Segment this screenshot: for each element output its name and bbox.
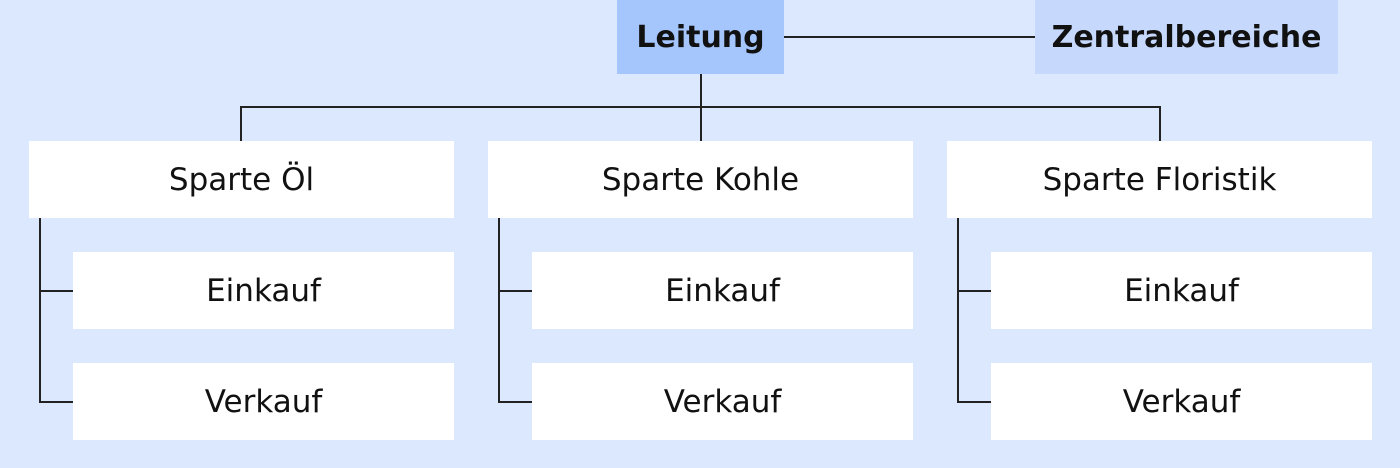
connector-leitung-down bbox=[700, 74, 702, 141]
leitung-box: Leitung bbox=[617, 0, 784, 74]
connector-division-3 bbox=[1159, 106, 1161, 141]
division-connector bbox=[957, 218, 959, 403]
unit-label: Verkauf bbox=[1122, 383, 1241, 420]
connector-divisions-bar bbox=[240, 106, 1161, 108]
division-connector bbox=[39, 218, 41, 403]
unit-box-verkauf: Verkauf bbox=[991, 363, 1372, 440]
connector-leitung-zentral bbox=[784, 36, 1035, 38]
unit-label: Einkauf bbox=[665, 272, 780, 309]
unit-box-einkauf: Einkauf bbox=[991, 252, 1372, 329]
unit-connector bbox=[39, 401, 73, 403]
unit-label: Verkauf bbox=[663, 383, 782, 420]
unit-connector bbox=[39, 290, 73, 292]
unit-label: Einkauf bbox=[206, 272, 321, 309]
unit-box-einkauf: Einkauf bbox=[73, 252, 454, 329]
unit-connector bbox=[498, 290, 532, 292]
unit-label: Verkauf bbox=[204, 383, 323, 420]
division-box: Sparte Kohle bbox=[488, 141, 913, 218]
unit-box-verkauf: Verkauf bbox=[532, 363, 913, 440]
division-box: Sparte Öl bbox=[29, 141, 454, 218]
unit-box-einkauf: Einkauf bbox=[532, 252, 913, 329]
unit-label: Einkauf bbox=[1124, 272, 1239, 309]
division-label: Sparte Kohle bbox=[601, 161, 800, 198]
connector-division-1 bbox=[240, 106, 242, 141]
unit-connector bbox=[957, 401, 991, 403]
leitung-label: Leitung bbox=[636, 19, 765, 55]
unit-connector bbox=[498, 401, 532, 403]
division-box: Sparte Floristik bbox=[947, 141, 1372, 218]
zentralbereiche-box: Zentralbereiche bbox=[1035, 0, 1338, 74]
division-label: Sparte Floristik bbox=[1042, 161, 1277, 198]
division-label: Sparte Öl bbox=[168, 161, 315, 198]
division-connector bbox=[498, 218, 500, 403]
unit-connector bbox=[957, 290, 991, 292]
unit-box-verkauf: Verkauf bbox=[73, 363, 454, 440]
zentralbereiche-label: Zentralbereiche bbox=[1051, 19, 1322, 55]
